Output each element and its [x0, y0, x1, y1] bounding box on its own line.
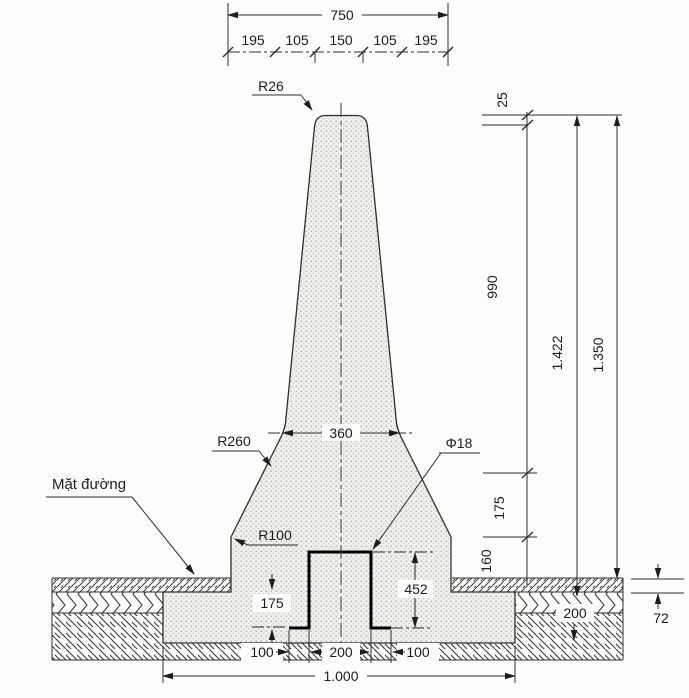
top-dimension-chain: 750 195 105 150 105 195 — [222, 3, 454, 66]
r260-label: R260 — [217, 433, 251, 449]
dim-72-label: 72 — [653, 610, 669, 626]
r260-leader: R260 — [212, 433, 272, 467]
bottom-pocket-dims: 100 200 100 — [241, 630, 439, 663]
dim-25-label: 25 — [494, 92, 510, 108]
dim-452-label: 452 — [404, 581, 428, 597]
dim-200-right-label: 200 — [563, 605, 587, 621]
dim-seg1-label: 195 — [241, 32, 265, 48]
phi18-label: Φ18 — [446, 435, 473, 451]
phi18-leader: Φ18 — [372, 435, 480, 550]
road-surface-label: Mặt đường — [52, 476, 126, 493]
base-course-layer-left — [52, 592, 163, 613]
dim-total-width-label: 750 — [330, 7, 354, 23]
right-dimension-chain: 25 990 175 160 — [478, 92, 622, 585]
r100-leader: R100 — [234, 527, 298, 547]
dim-1000-label: 1.000 — [323, 668, 358, 684]
dim-seg5-label: 195 — [414, 32, 438, 48]
dim-100-right-label: 100 — [406, 644, 430, 660]
road-surface-leader: Mặt đường — [46, 476, 195, 575]
bollard-body-and-foundation — [162, 114, 516, 644]
r26-label: R26 — [258, 78, 284, 94]
anchor-pocket-outline — [289, 550, 391, 630]
r26-leader: R26 — [252, 78, 313, 111]
dim-175-upper-label: 175 — [491, 496, 507, 520]
asphalt-top-layer-right — [452, 578, 623, 592]
r100-label: R100 — [258, 527, 292, 543]
subgrade-layer — [52, 613, 623, 660]
base-course-layer-right — [515, 592, 623, 613]
dim-200-right: 200 — [556, 604, 594, 641]
dim-360: 360 — [268, 424, 414, 441]
overall-height-dims: 1.422 1.350 — [549, 115, 621, 597]
dim-1422-label: 1.422 — [549, 335, 565, 370]
dim-175-foundation: 175 — [252, 574, 291, 642]
dim-1000: 1.000 — [162, 646, 516, 685]
dim-72: 72 — [631, 564, 684, 626]
dim-seg3-label: 150 — [329, 32, 353, 48]
dim-100-left-label: 100 — [250, 644, 274, 660]
asphalt-top-layer-left — [52, 578, 232, 592]
dim-1350-label: 1.350 — [590, 337, 606, 372]
road-structure — [51, 577, 624, 661]
dim-360-label: 360 — [329, 425, 353, 441]
dim-452: 452 — [373, 551, 433, 629]
dim-990-label: 990 — [484, 275, 500, 299]
dim-seg4-label: 105 — [373, 32, 397, 48]
dim-seg2-label: 105 — [285, 32, 309, 48]
dim-175-foundation-label: 175 — [260, 595, 284, 611]
dim-160-label: 160 — [478, 549, 494, 573]
dim-200-pocket-label: 200 — [329, 644, 353, 660]
